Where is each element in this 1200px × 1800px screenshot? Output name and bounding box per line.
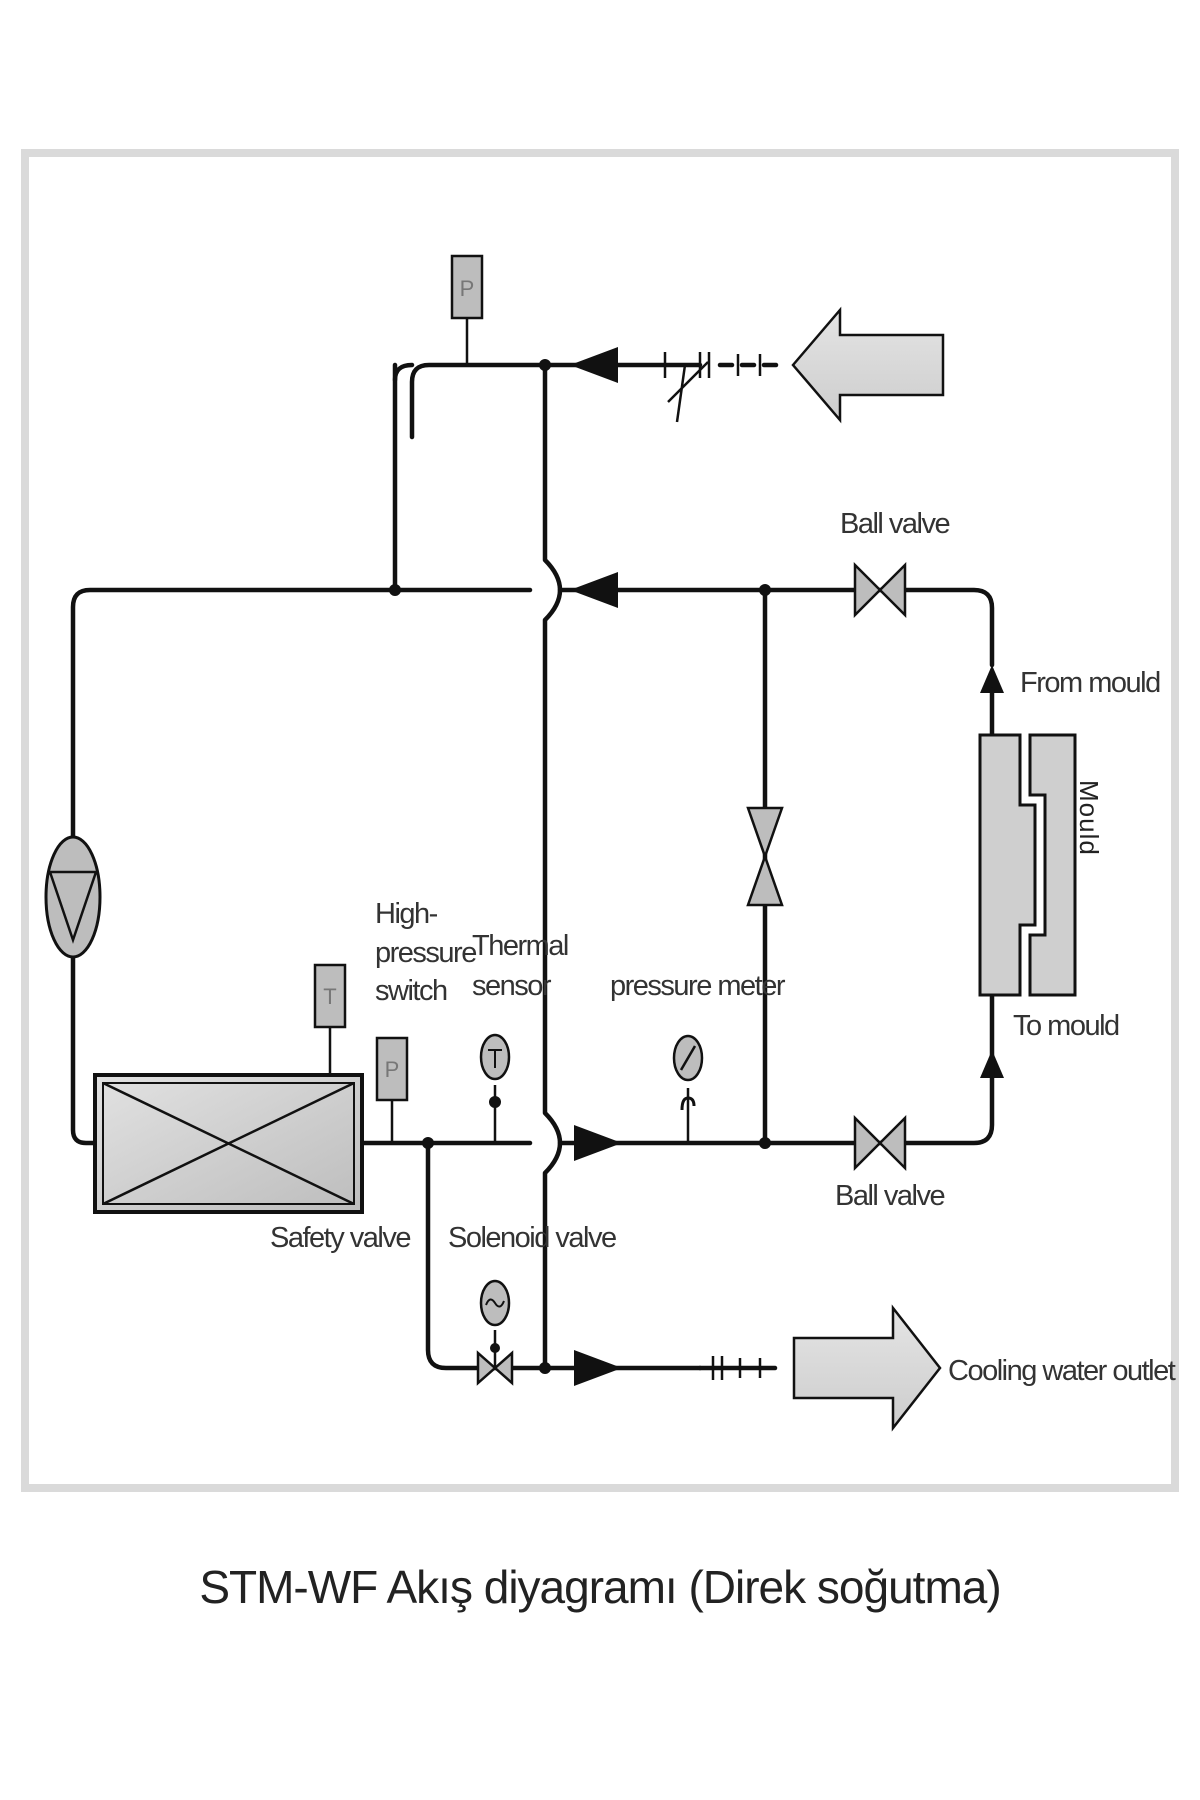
supply-pipe-right bbox=[557, 1057, 995, 1146]
top-pressure-gauge bbox=[450, 254, 484, 320]
pump-icon bbox=[44, 835, 102, 959]
main-vertical-pipe bbox=[542, 362, 563, 1371]
pressure-meter-label: pressure meter bbox=[610, 970, 786, 1002]
flow-arrow-up-icon bbox=[980, 665, 1004, 693]
diagram-caption: STM-WF Akış diyagramı (Direk soğutma) bbox=[199, 1561, 1000, 1613]
exchanger-temperature-gauge bbox=[313, 963, 347, 1029]
inlet-pipe bbox=[409, 362, 668, 440]
flow-arrow-right-icon bbox=[574, 1350, 622, 1386]
bypass-valve-icon bbox=[746, 806, 784, 907]
junction-dot bbox=[539, 1362, 551, 1374]
high-pressure-switch-gauge bbox=[375, 1036, 409, 1102]
heat-exchanger-icon bbox=[93, 1073, 364, 1214]
inlet-arrow-icon bbox=[791, 306, 945, 424]
junction-dot bbox=[422, 1137, 434, 1149]
high-pressure-switch-label-line2: pressure bbox=[375, 937, 476, 969]
thermal-sensor-label-line1: Thermal bbox=[472, 930, 568, 962]
inlet-dash-marks-icon bbox=[717, 354, 779, 376]
ball-valve-top-icon bbox=[853, 561, 907, 619]
thermal-sensor-icon bbox=[479, 1033, 511, 1143]
junction-dot bbox=[759, 584, 771, 596]
mould-label: Mould bbox=[1074, 780, 1104, 856]
flow-arrow-right-icon bbox=[574, 1125, 622, 1161]
flow-arrow-left-icon bbox=[570, 572, 618, 608]
ball-valve-bottom-icon bbox=[853, 1114, 907, 1172]
from-mould-label: From mould bbox=[1020, 667, 1160, 699]
junction-dot bbox=[759, 1137, 771, 1149]
flow-arrow-left-icon bbox=[570, 347, 618, 383]
safety-valve-label: Safety valve bbox=[270, 1222, 410, 1254]
inlet-hand-valve-icon bbox=[663, 352, 711, 423]
solenoid-branch-pipe bbox=[425, 1140, 703, 1371]
ball-valve-top-label: Ball valve bbox=[840, 508, 949, 540]
outlet-arrow-icon bbox=[792, 1304, 942, 1432]
high-pressure-switch-label-line1: High- bbox=[375, 898, 438, 930]
solenoid-valve-label: Solenoid valve bbox=[448, 1222, 616, 1254]
mould-icon bbox=[978, 733, 1077, 997]
vertical-connector-curve bbox=[392, 362, 415, 383]
to-mould-label: To mould bbox=[1013, 1010, 1119, 1042]
solenoid-valve-icon bbox=[476, 1279, 514, 1386]
top-pressure-gauge-letter: P bbox=[460, 276, 475, 301]
high-pressure-switch-gauge-letter: P bbox=[385, 1057, 400, 1082]
outlet-dash-marks-icon bbox=[711, 1356, 762, 1380]
cooling-water-outlet-label: Cooling water outlet bbox=[948, 1355, 1176, 1387]
junction-dot bbox=[539, 359, 551, 371]
pressure-meter-icon bbox=[672, 1034, 704, 1143]
high-pressure-switch-label-line3: switch bbox=[375, 975, 447, 1007]
exchanger-temperature-gauge-letter: T bbox=[323, 984, 336, 1009]
junction-dot bbox=[389, 584, 401, 596]
return-pipe bbox=[557, 587, 995, 668]
thermal-sensor-label-line2: sensor bbox=[472, 970, 552, 1002]
ball-valve-bottom-label: Ball valve bbox=[835, 1180, 944, 1212]
pump-to-exchanger-pipe bbox=[70, 952, 98, 1146]
return-pipe-left bbox=[70, 587, 533, 841]
